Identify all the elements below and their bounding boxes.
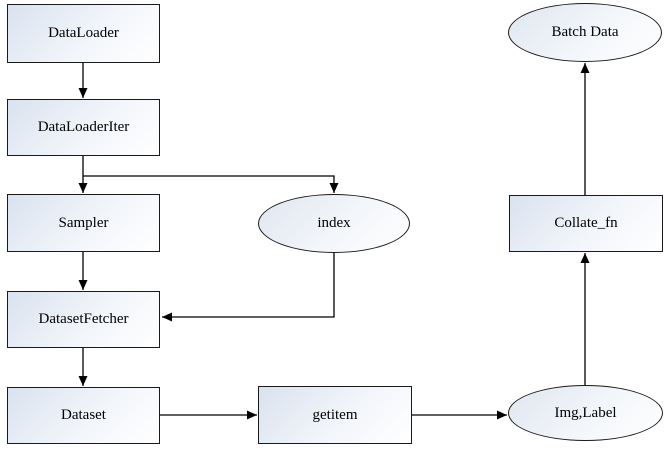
node-collate-fn: Collate_fn xyxy=(509,195,663,252)
node-dataset-label: Dataset xyxy=(61,407,106,423)
node-dataloaderiter: DataLoaderIter xyxy=(7,99,160,156)
node-datasetfetcher: DatasetFetcher xyxy=(7,291,160,348)
node-dataloader-label: DataLoader xyxy=(48,25,119,41)
node-img-label: Img,Label xyxy=(508,385,663,441)
node-dataloader: DataLoader xyxy=(7,4,160,63)
node-index: index xyxy=(258,194,410,253)
node-getitem-label: getitem xyxy=(312,406,358,423)
edge-index-to-datasetfetcher xyxy=(162,253,335,322)
node-getitem: getitem xyxy=(258,386,412,444)
node-datasetfetcher-label: DatasetFetcher xyxy=(38,311,129,327)
node-batch-data: Batch Data xyxy=(508,3,662,62)
node-index-label: index xyxy=(317,215,351,231)
node-sampler-label: Sampler xyxy=(58,214,109,231)
edge-dataloaderiter-to-index xyxy=(83,175,339,193)
node-sampler: Sampler xyxy=(7,194,160,252)
node-dataset: Dataset xyxy=(7,387,160,444)
node-collate-fn-label: Collate_fn xyxy=(554,215,618,231)
node-img-label-label: Img,Label xyxy=(554,404,617,421)
node-batch-data-label: Batch Data xyxy=(551,24,619,40)
node-dataloaderiter-label: DataLoaderIter xyxy=(37,119,130,135)
